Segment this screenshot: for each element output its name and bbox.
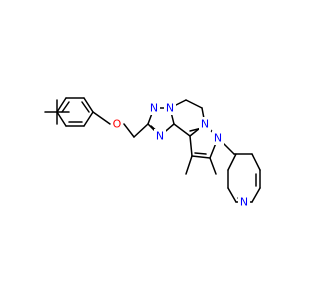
structure-canvas: O N N N N N N: [44, 97, 261, 209]
bond: [83, 97, 94, 113]
atom-n-pyridine: N: [238, 195, 250, 209]
atom-n-bridge: N: [164, 101, 176, 115]
bond: [81, 101, 90, 113]
atom-n-triazole-bottom: N: [154, 129, 166, 143]
bond: [251, 187, 261, 203]
bond-lines: [44, 97, 261, 203]
atom-label-n: N: [166, 102, 174, 115]
bond: [92, 111, 111, 125]
atom-label-n: N: [150, 102, 158, 115]
bond: [173, 123, 191, 137]
bond: [191, 155, 211, 159]
atom-o-ether: O: [111, 117, 123, 131]
bond: [227, 153, 237, 171]
atom-n-pyrimidine: N: [199, 117, 211, 131]
atom-label-n: N: [201, 118, 209, 131]
atom-n-pyrrole: N: [212, 131, 224, 145]
bond: [133, 123, 149, 138]
atom-labels: O N N N N N N: [111, 101, 250, 209]
bond: [189, 135, 193, 157]
atom-label-n: N: [214, 132, 222, 145]
atom-label-o: O: [113, 118, 122, 131]
bond: [56, 97, 67, 113]
bond: [194, 152, 207, 155]
bond: [251, 153, 261, 171]
bond: [185, 155, 193, 175]
bond: [83, 111, 94, 127]
bond: [209, 157, 217, 175]
atom-label-n: N: [156, 130, 164, 143]
bond: [227, 187, 237, 203]
molecule-diagram: O N N N N N N: [44, 97, 261, 209]
bond: [61, 101, 70, 113]
bond: [123, 123, 135, 138]
bond: [56, 111, 67, 127]
atom-label-n: N: [240, 196, 248, 209]
atom-n-triazole-top: N: [148, 101, 160, 115]
bond: [185, 99, 203, 109]
